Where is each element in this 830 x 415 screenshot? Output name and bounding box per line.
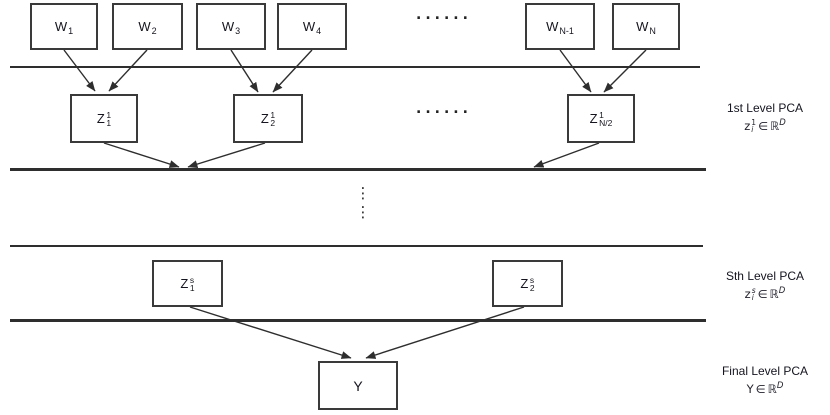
arrow-z21-down [187,142,266,168]
arrow-zs1-to-y [189,306,352,359]
arrow-w1-to-z11 [63,49,96,92]
y-label: Y [353,377,363,394]
separator-line-4 [10,319,706,322]
ellipsis-vertical: ⋮ ⋮ [355,184,371,222]
levelS-title: Sth Level PCA [725,269,805,283]
arrow-w2-to-z11 [108,49,148,92]
ellipsis-top-row: ...... [416,7,472,23]
arrow-z11-down [103,142,180,168]
arrow-w3-to-z21 [230,49,259,93]
arrow-wn-to-zn2 [603,49,647,93]
level1-title: 1st Level PCA [726,101,804,115]
final-title: Final Level PCA [721,364,809,378]
vertical-dots-upper: ⋮ [355,184,371,202]
separator-line-3 [10,245,703,247]
arrow-zs2-to-y [365,306,525,359]
final-formula: Y∈ℝD [746,381,784,396]
arrow-wn1-to-zn2 [559,49,592,93]
vertical-dots-lower: ⋮ [355,203,371,221]
arrow-zn2-down [533,142,600,168]
arrow-w4-to-z21 [272,49,313,93]
separator-line-2 [10,168,706,171]
final-annotation: Final Level PCA Y∈ℝD [706,364,824,396]
ellipsis-level1-row: ...... [416,101,472,117]
separator-line-1 [10,66,700,68]
y-box: Y [318,361,398,410]
